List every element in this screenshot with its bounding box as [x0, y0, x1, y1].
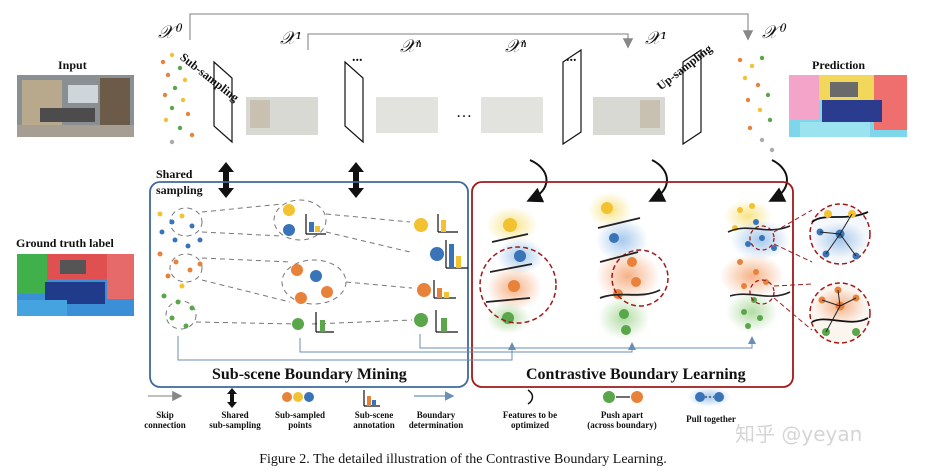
legend-icons — [148, 387, 731, 408]
x0-right-label: 𝒳⁰ — [762, 22, 784, 42]
zoom-circle-bottom — [809, 282, 871, 344]
dots-left: ... — [352, 50, 363, 65]
mining-box — [149, 181, 469, 388]
input-label: Input — [58, 58, 87, 72]
output-points — [737, 55, 775, 153]
legend-skip: Skip connection — [144, 410, 186, 430]
mining-title: Sub-scene Boundary Mining — [212, 366, 407, 383]
xn-right-label: 𝒳ⁿ — [505, 36, 527, 56]
legend-pull: Pull together — [686, 414, 736, 424]
legend-annotation: Sub-scene annotation — [353, 410, 395, 430]
legend-subsampled: Sub-sampled points — [274, 410, 326, 430]
learning-content — [479, 192, 813, 340]
x0-left-label: 𝒳⁰ — [158, 22, 180, 42]
xn-left-label: 𝒳ⁿ — [400, 36, 422, 56]
zoom-circle-top — [809, 203, 871, 265]
watermark: 知乎 @yeyan — [735, 422, 863, 446]
dots-right: ... — [566, 50, 577, 65]
ellipsis-middle: … — [456, 104, 472, 121]
feature-curve-arrows — [526, 159, 788, 203]
legend-boundary: Boundary determination — [408, 410, 464, 430]
ground-truth-label: Ground truth label — [16, 236, 114, 250]
mining-content — [157, 199, 756, 361]
shared-sampling-arrows — [218, 162, 364, 198]
shared-sampling-label: Shared sampling — [156, 167, 203, 197]
legend-push: Push apart (across boundary) — [587, 410, 657, 430]
sampling-planes — [213, 48, 702, 146]
legend-shared-sub: Shared sub-sampling — [209, 410, 261, 430]
x1-right-label: 𝒳¹ — [645, 28, 666, 48]
skip-connection-arrows — [189, 13, 754, 50]
x1-left-label: 𝒳¹ — [280, 28, 301, 48]
input-points — [160, 52, 195, 145]
input-image — [17, 75, 134, 137]
learning-title: Contrastive Boundary Learning — [526, 366, 746, 383]
legend-features: Features to be optimized — [502, 410, 558, 430]
prediction-label: Prediction — [812, 58, 866, 72]
prediction-image — [789, 75, 907, 137]
point-cloud-thumbnails — [246, 97, 665, 135]
figure-caption: Figure 2. The detailed illustration of t… — [259, 452, 667, 467]
ground-truth-image — [17, 254, 134, 316]
